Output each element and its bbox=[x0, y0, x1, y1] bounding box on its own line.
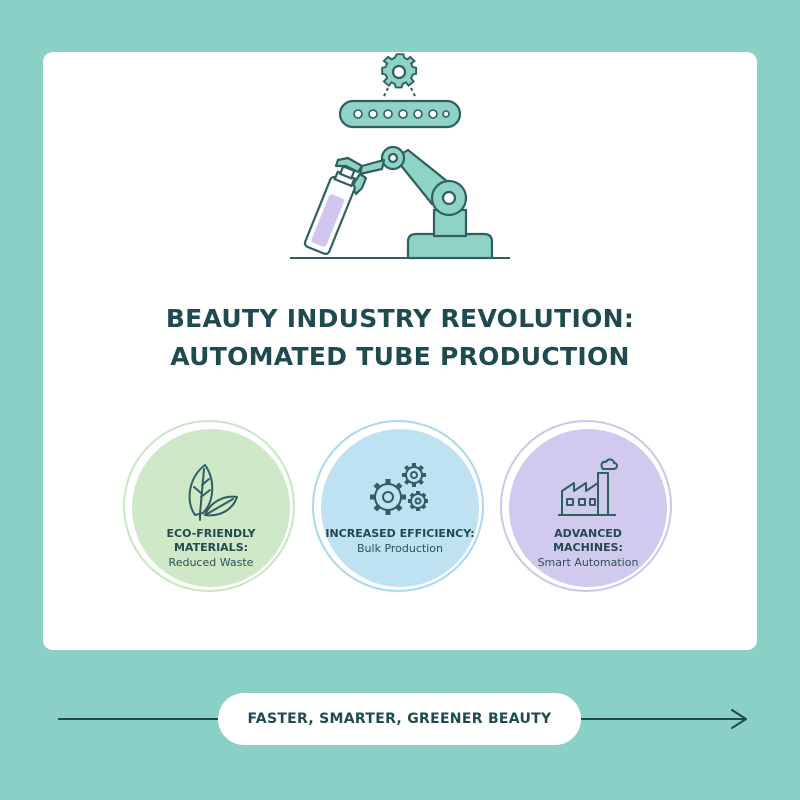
feature-advanced-machines: ADVANCED MACHINES: Smart Automation bbox=[500, 420, 672, 592]
feature-subtext: Smart Automation bbox=[537, 556, 639, 569]
feature-subtext: Reduced Waste bbox=[168, 556, 254, 569]
feature-subtext: Bulk Production bbox=[357, 542, 443, 555]
page-title: BEAUTY INDUSTRY REVOLUTION: AUTOMATED TU… bbox=[0, 300, 800, 376]
feature-circle: ADVANCED MACHINES: Smart Automation bbox=[509, 429, 667, 587]
robotic-arm-icon bbox=[334, 145, 494, 260]
leaf-icon bbox=[188, 464, 238, 521]
feature-eco-friendly: ECO-FRIENDLY MATERIALS: Reduced Waste bbox=[123, 420, 295, 592]
feature-text: ADVANCED MACHINES: Smart Automation bbox=[513, 527, 663, 570]
hero-illustration bbox=[290, 53, 510, 260]
feature-text: INCREASED EFFICIENCY: Bulk Production bbox=[325, 527, 475, 556]
feature-heading-line-1: ADVANCED bbox=[554, 527, 622, 540]
factory-icon bbox=[558, 458, 618, 516]
feature-heading-line-1: INCREASED EFFICIENCY: bbox=[325, 527, 475, 540]
tagline-pill: FASTER, SMARTER, GREENER BEAUTY bbox=[218, 693, 581, 745]
feature-circle: ECO-FRIENDLY MATERIALS: Reduced Waste bbox=[132, 429, 290, 587]
feature-heading-line-1: ECO-FRIENDLY bbox=[166, 527, 256, 540]
gears-icon bbox=[370, 463, 428, 515]
feature-heading-line-2: MACHINES: bbox=[553, 541, 623, 554]
connector-lines bbox=[382, 87, 417, 99]
feature-increased-efficiency: INCREASED EFFICIENCY: Bulk Production bbox=[312, 420, 484, 592]
title-line-1: BEAUTY INDUSTRY REVOLUTION: bbox=[165, 304, 635, 333]
feature-text: ECO-FRIENDLY MATERIALS: Reduced Waste bbox=[136, 527, 286, 570]
conveyor-belt-icon bbox=[338, 99, 462, 129]
gear-icon bbox=[381, 53, 418, 89]
tube-icon bbox=[303, 164, 356, 255]
title-line-2: AUTOMATED TUBE PRODUCTION bbox=[170, 342, 630, 371]
feature-heading-line-2: MATERIALS: bbox=[173, 541, 249, 554]
feature-circle: INCREASED EFFICIENCY: Bulk Production bbox=[321, 429, 479, 587]
arrow-head-icon bbox=[731, 709, 747, 729]
